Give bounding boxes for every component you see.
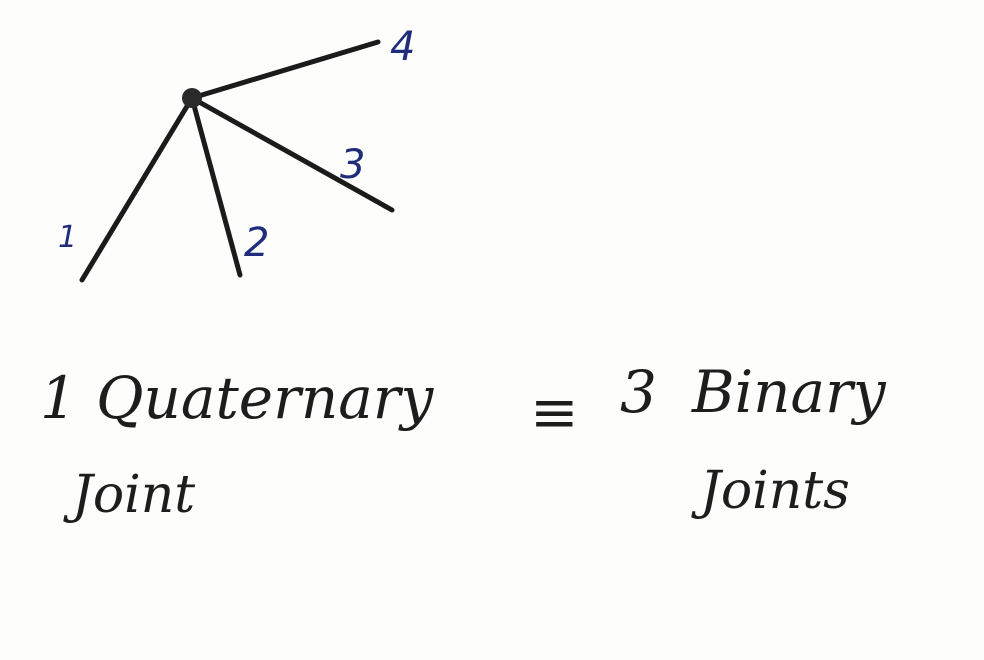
link-label-3: 3 (340, 142, 365, 188)
link-label-4: 4 (390, 24, 415, 70)
left-joint-type: Quaternary (96, 364, 435, 432)
link-1-line (79, 95, 195, 283)
left-count: 1 (40, 364, 77, 432)
link-label-1: 1 (58, 220, 77, 255)
link-2-line (189, 95, 243, 278)
right-joint-type: Binary (691, 358, 887, 426)
right-count: 3 (620, 358, 657, 426)
left-joint-unit: Joint (63, 465, 195, 525)
link-3-line (189, 95, 395, 213)
equivalence-sign: ≡ (530, 378, 579, 446)
right-joint-unit: Joints (691, 461, 850, 521)
quaternary-joint-dot (182, 88, 202, 108)
link-4-line (189, 39, 381, 101)
link-label-2: 2 (244, 220, 269, 266)
